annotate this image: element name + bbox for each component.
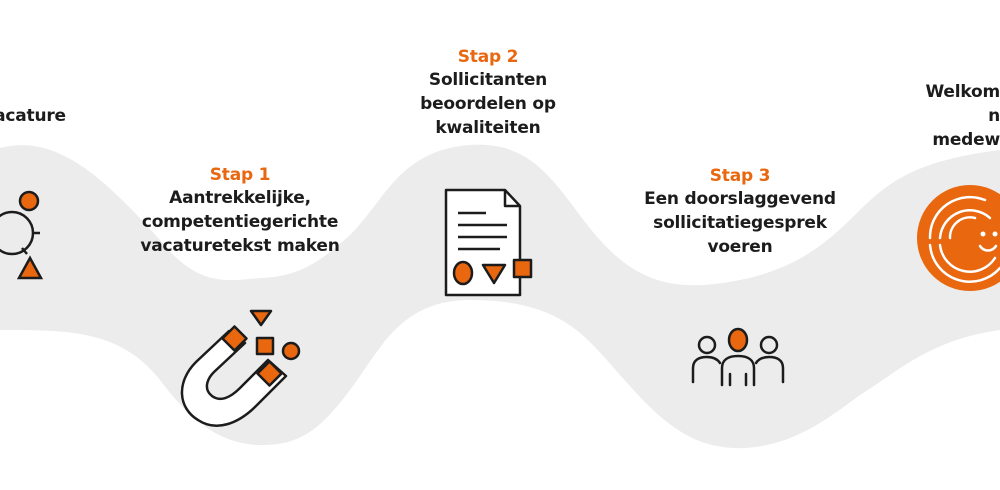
step-label-1: Stap 1 Aantrekkelijke, competentiegerich… xyxy=(120,164,360,258)
step-text: acature xyxy=(0,106,66,126)
smiley-circle-icon xyxy=(917,185,1000,291)
magnet-icon xyxy=(180,309,301,427)
magnifier-shapes-icon xyxy=(0,190,44,280)
step-label-0: acature xyxy=(0,104,80,128)
step-text: Een doorslaggevend sollicitatiegesprek v… xyxy=(644,189,836,257)
step-text: Welkom n medew xyxy=(925,82,1000,150)
step-text: Aantrekkelijke, competentiegerichte vaca… xyxy=(140,188,340,256)
step-text: Sollicitanten beoordelen op kwaliteiten xyxy=(420,70,556,138)
step-number: Stap 3 xyxy=(709,166,771,186)
step-number: Stap 2 xyxy=(457,47,519,67)
step-label-2: Stap 2 Sollicitanten beoordelen op kwali… xyxy=(378,46,598,140)
step-label-3: Stap 3 Een doorslaggevend sollicitatiege… xyxy=(620,165,860,259)
document-shapes-icon xyxy=(444,188,533,297)
step-label-4: Welkom n medew xyxy=(908,80,1000,152)
wave-band xyxy=(0,144,1000,449)
step-number: Stap 1 xyxy=(209,165,271,185)
people-group-icon xyxy=(691,327,785,387)
